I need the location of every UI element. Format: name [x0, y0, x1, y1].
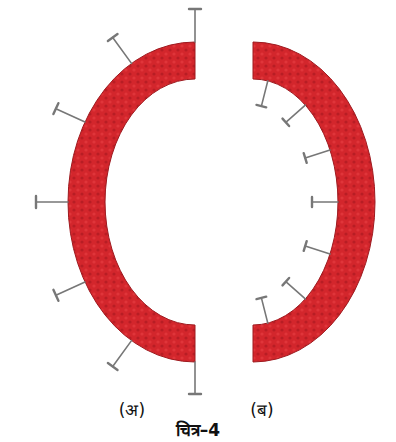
pins [36, 9, 338, 394]
ring-half [68, 42, 195, 362]
figure-label: (ब) [250, 398, 273, 421]
figure-caption: चित्र–4 [176, 418, 220, 441]
figure-label: (अ) [119, 398, 145, 421]
ring-half [253, 42, 375, 362]
